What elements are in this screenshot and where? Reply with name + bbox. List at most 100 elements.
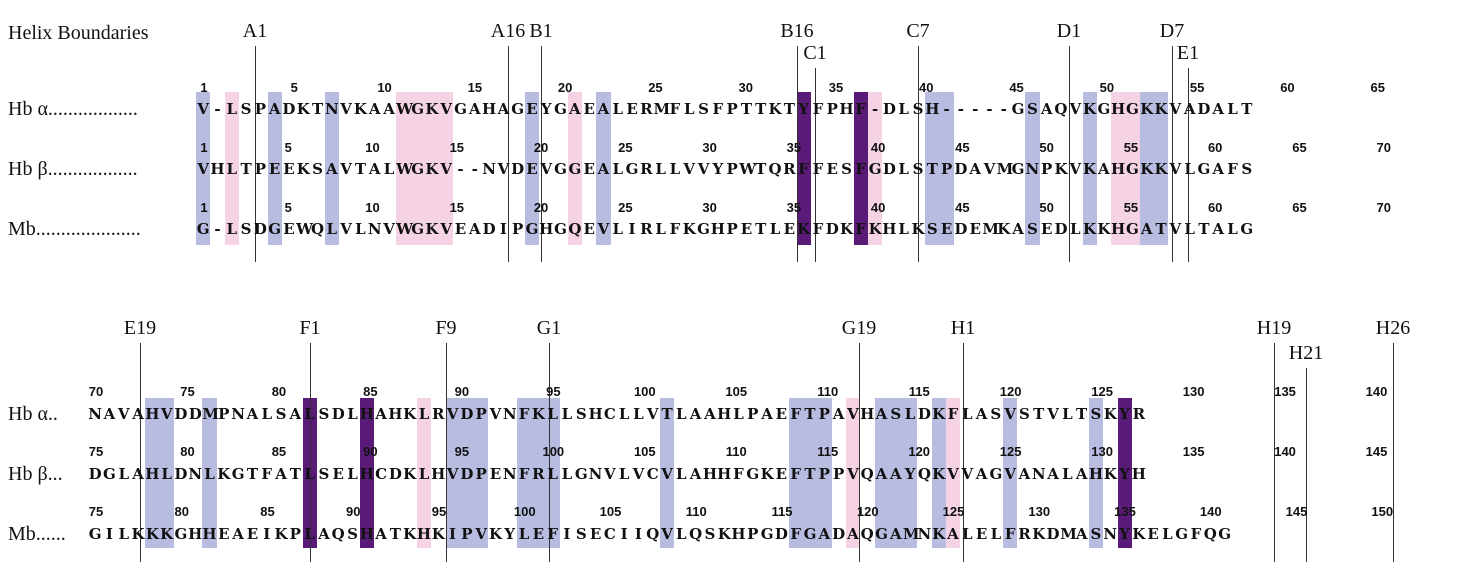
pink-conservation-highlight [567, 92, 583, 245]
helix-label-e1: E1 [1176, 42, 1200, 64]
purple-conservation-highlight [359, 398, 374, 548]
blue-conservation-highlight [202, 398, 217, 548]
blue-conservation-highlight [324, 92, 339, 245]
residue-number: 95 [454, 444, 470, 459]
row-label-hba2: Hb α.. [8, 403, 58, 425]
residue-number: 5 [284, 200, 292, 215]
blue-conservation-highlight [788, 398, 832, 548]
residue-number: 105 [725, 384, 748, 399]
residue-number: 115 [771, 504, 793, 519]
residue-number: 125 [942, 504, 965, 519]
blue-conservation-highlight [445, 398, 489, 548]
residue-number: 140 [1365, 384, 1388, 399]
residue-number: 40 [919, 80, 934, 95]
helix-label-f1: F1 [299, 317, 321, 339]
residue-number: 1 [200, 140, 208, 155]
residue-number: 70 [88, 384, 104, 399]
residue-number: 55 [1123, 200, 1139, 215]
pink-conservation-highlight [1111, 92, 1140, 245]
helix-boundary-line-f1 [310, 343, 311, 562]
blue-conservation-highlight [1003, 398, 1018, 548]
residue-number: 130 [1028, 504, 1051, 519]
residue-number: 90 [454, 384, 470, 399]
residue-number: 35 [828, 80, 844, 95]
residue-number: 90 [363, 444, 378, 459]
pink-conservation-highlight [946, 398, 961, 548]
helix-boundary-line-c7 [918, 46, 919, 262]
residue-number: 70 [1376, 140, 1391, 155]
purple-conservation-highlight [853, 92, 869, 245]
helix-boundary-line-d7 [1172, 46, 1173, 262]
residue-number: 25 [618, 140, 633, 155]
residue-number: 15 [467, 80, 483, 95]
row-label-mb1: Mb..................... [8, 218, 141, 240]
helix-label-f9: F9 [435, 317, 457, 339]
helix-label-h26: H26 [1375, 317, 1411, 339]
row-label-hba1: Hb α.................. [8, 98, 138, 120]
residue-number: 65 [1370, 80, 1385, 95]
residue-number: 35 [786, 200, 802, 215]
helix-label-h1: H1 [950, 317, 976, 339]
blue-conservation-highlight [1025, 92, 1040, 245]
helix-boundary-line-h19 [1274, 343, 1275, 562]
blue-conservation-highlight [524, 92, 540, 245]
residue-number: 25 [618, 200, 633, 215]
residue-number: 125 [999, 444, 1022, 459]
blue-conservation-highlight [196, 92, 211, 245]
helix-boundary-line-h26 [1393, 343, 1394, 562]
residue-number: 125 [1091, 384, 1113, 399]
residue-number: 50 [1039, 140, 1054, 155]
blue-conservation-highlight [517, 398, 560, 548]
helix-label-d1: D1 [1056, 20, 1082, 42]
residue-number: 110 [685, 504, 707, 519]
helix-boundary-line-d1 [1069, 46, 1070, 262]
residue-number: 45 [955, 200, 970, 215]
residue-number: 15 [449, 140, 465, 155]
blue-conservation-highlight [1139, 92, 1169, 245]
residue-number: 135 [1182, 444, 1205, 459]
residue-number: 55 [1189, 80, 1205, 95]
helix-label-a16: A16 [490, 20, 526, 42]
residue-number: 15 [449, 200, 465, 215]
blue-conservation-highlight [931, 398, 946, 548]
residue-number: 20 [557, 80, 573, 95]
residue-number: 85 [363, 384, 378, 399]
helix-boundary-line-h21 [1306, 368, 1307, 562]
residue-number: 120 [856, 504, 879, 519]
helix-label-g19: G19 [841, 317, 877, 339]
residue-number: 55 [1123, 140, 1139, 155]
residue-number: 130 [1091, 444, 1113, 459]
residue-number: 1 [200, 200, 208, 215]
residue-number: 70 [1376, 200, 1391, 215]
residue-number: 40 [870, 140, 886, 155]
residue-number: 105 [599, 504, 622, 519]
residue-number: 135 [1114, 504, 1136, 519]
residue-number: 90 [346, 504, 361, 519]
helix-label-b16: B16 [780, 20, 814, 42]
helix-boundary-line-g1 [549, 343, 550, 562]
blue-conservation-highlight [267, 92, 282, 245]
helix-boundary-line-a16 [508, 46, 509, 262]
residue-number: 45 [1009, 80, 1024, 95]
helix-label-b1: B1 [529, 20, 553, 42]
residue-number: 120 [908, 444, 931, 459]
residue-number: 115 [908, 384, 930, 399]
helix-label-c7: C7 [906, 20, 930, 42]
residue-number: 20 [533, 200, 549, 215]
residue-number: 75 [88, 504, 104, 519]
residue-number: 50 [1039, 200, 1054, 215]
residue-number: 140 [1199, 504, 1222, 519]
residue-number: 145 [1365, 444, 1388, 459]
blue-conservation-highlight [1082, 92, 1097, 245]
residue-number: 35 [786, 140, 802, 155]
blue-conservation-highlight [660, 398, 675, 548]
helix-label-g1: G1 [536, 317, 562, 339]
residue-number: 135 [1274, 384, 1296, 399]
helix-boundary-line-a1 [255, 46, 256, 262]
residue-number: 95 [431, 504, 447, 519]
blue-conservation-highlight [596, 92, 611, 245]
purple-conservation-highlight [302, 398, 317, 548]
residue-number: 110 [725, 444, 747, 459]
